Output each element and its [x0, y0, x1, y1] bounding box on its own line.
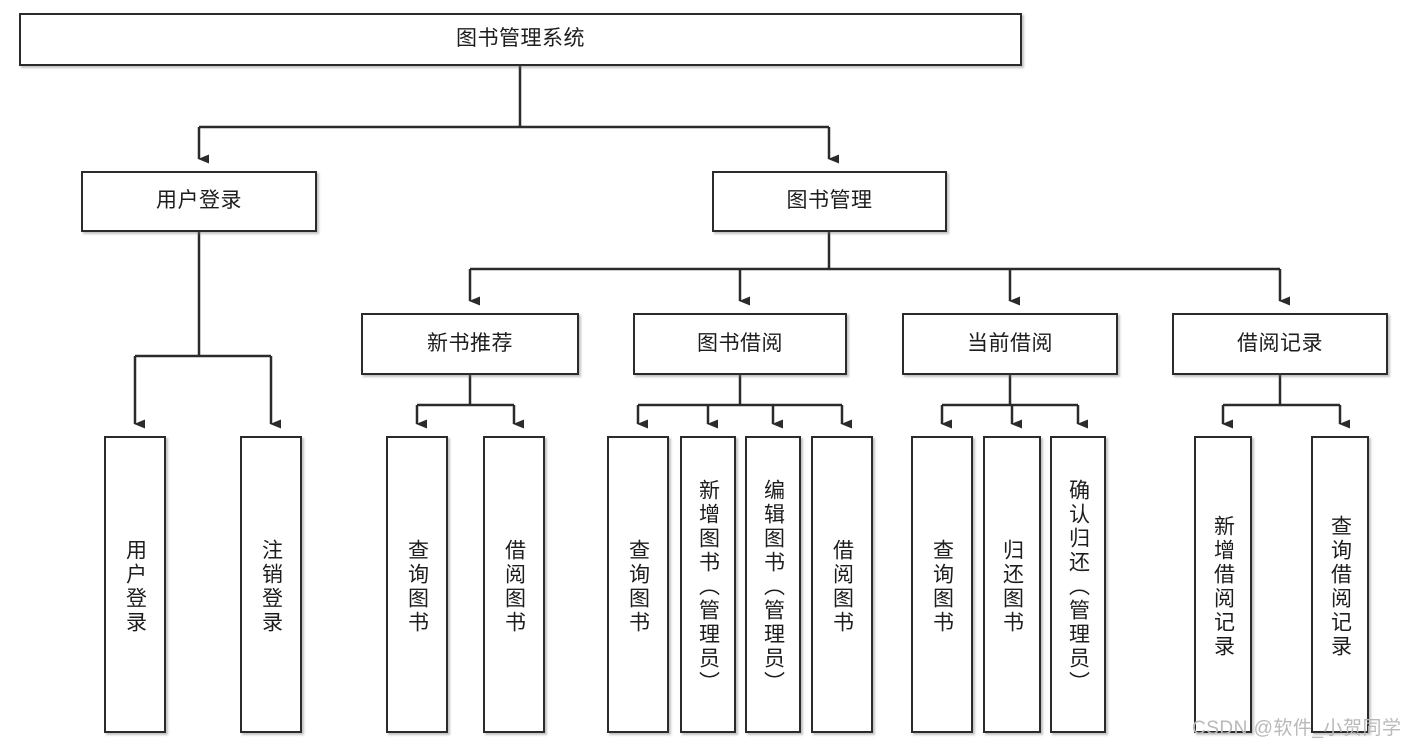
node-label: 查询借阅记录 [1328, 514, 1352, 659]
node-label: 新增借阅记录 [1211, 514, 1235, 659]
leaf-confirm-return-admin[interactable]: 确认归还（管理员） [1050, 436, 1106, 733]
leaf-logout[interactable]: 注销登录 [240, 436, 302, 733]
leaf-query-book-current[interactable]: 查询图书 [911, 436, 973, 733]
node-label: 图书借阅 [697, 331, 783, 355]
node-book-borrow[interactable]: 图书借阅 [633, 313, 847, 375]
leaf-edit-book-admin[interactable]: 编辑图书（管理员） [745, 436, 801, 733]
leaf-borrow-book-recommend[interactable]: 借阅图书 [483, 436, 545, 733]
leaf-query-borrow-record[interactable]: 查询借阅记录 [1311, 436, 1369, 733]
node-borrow-record[interactable]: 借阅记录 [1172, 313, 1388, 375]
node-label: 用户登录 [156, 189, 242, 213]
node-label: 编辑图书（管理员） [761, 478, 785, 695]
node-label: 用户登录 [123, 538, 147, 635]
node-label: 注销登录 [259, 538, 283, 635]
leaf-borrow-book[interactable]: 借阅图书 [811, 436, 873, 733]
leaf-add-borrow-record[interactable]: 新增借阅记录 [1194, 436, 1252, 733]
csdn-watermark: CSDN @软件_小贺同学 [1192, 718, 1402, 739]
node-label: 图书管理 [786, 189, 873, 213]
node-label: 查询图书 [930, 538, 954, 635]
leaf-query-book-recommend[interactable]: 查询图书 [386, 436, 448, 733]
node-label: 借阅图书 [830, 538, 854, 635]
node-label: 确认归还（管理员） [1066, 478, 1090, 695]
node-current-borrow[interactable]: 当前借阅 [902, 313, 1118, 375]
leaf-return-book[interactable]: 归还图书 [983, 436, 1041, 733]
node-label: 借阅图书 [502, 538, 526, 635]
node-label: 查询图书 [626, 538, 650, 635]
node-user-login[interactable]: 用户登录 [81, 171, 317, 232]
node-book-manage[interactable]: 图书管理 [712, 171, 947, 232]
node-label: 归还图书 [1000, 538, 1024, 635]
node-new-book-recommend[interactable]: 新书推荐 [361, 313, 579, 375]
node-label: 新增图书（管理员） [696, 478, 720, 695]
node-label: 当前借阅 [967, 331, 1053, 355]
node-label: 图书管理系统 [456, 27, 585, 51]
node-label: 查询图书 [405, 538, 429, 635]
leaf-add-book-admin[interactable]: 新增图书（管理员） [680, 436, 736, 733]
leaf-query-book-borrow[interactable]: 查询图书 [607, 436, 669, 733]
node-root[interactable]: 图书管理系统 [19, 13, 1022, 66]
leaf-user-login[interactable]: 用户登录 [104, 436, 166, 733]
node-label: 借阅记录 [1237, 331, 1323, 355]
node-label: 新书推荐 [427, 331, 513, 355]
